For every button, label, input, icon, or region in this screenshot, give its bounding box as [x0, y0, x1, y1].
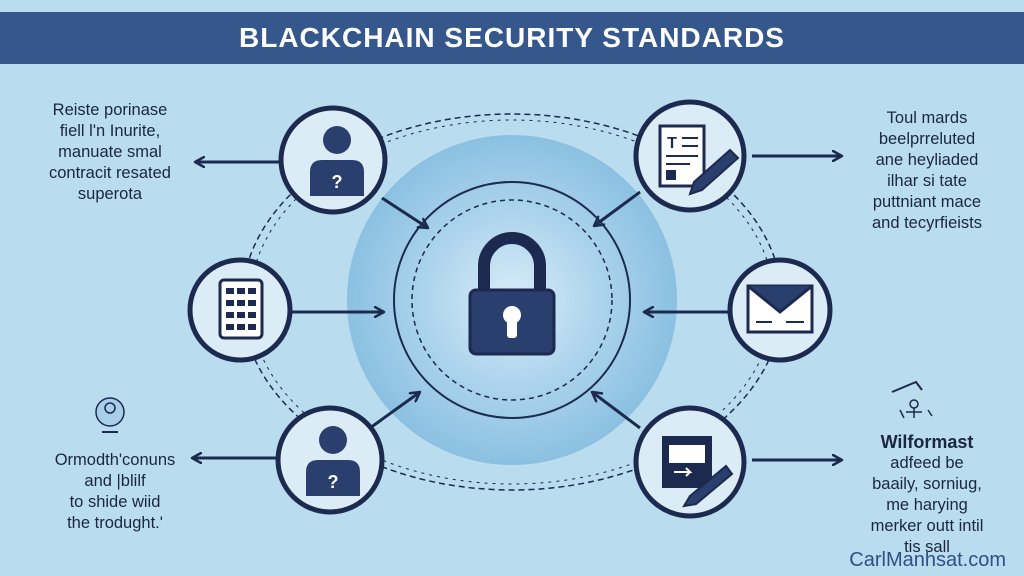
node-bottom-right: [633, 405, 747, 519]
text-line: superota: [77, 185, 143, 203]
text-heading: Wilformast: [880, 432, 974, 452]
arrow-bottom-left-in: [369, 392, 420, 430]
text-line: and tecyrfieists: [871, 214, 983, 232]
text-line: manuate smal: [58, 143, 162, 161]
center-ring-outer: [393, 181, 631, 419]
user-question-icon: ?: [310, 126, 364, 196]
text-line: the trodught.': [67, 514, 163, 532]
node-top-right: T: [633, 99, 747, 213]
svg-text:?: ?: [332, 172, 343, 192]
envelope-icon: [746, 284, 814, 334]
text-line: to shide wiid: [69, 493, 161, 511]
node-top-left: ?: [278, 105, 388, 215]
text-line: contracit resated: [49, 164, 171, 182]
title-banner: BLACKCHAIN SECURITY STANDARDS: [0, 12, 1024, 64]
text-line: Ormodth'conuns: [54, 451, 176, 469]
tablet-icon: [218, 278, 264, 340]
arrow-bottom-right-in: [592, 392, 641, 430]
watermark: CarlManhsat.com: [849, 549, 1006, 571]
arrow-top-left-in: [381, 196, 428, 230]
page-title: BLACKCHAIN SECURITY STANDARDS: [239, 22, 785, 53]
text-line: beelprreluted: [878, 130, 976, 148]
node-bottom-left: ?: [275, 405, 385, 515]
text-line: fiell l'n Inurite,: [59, 122, 161, 140]
text-left-bottom: Ormodth'conuns and |blilf to shide wiid …: [30, 450, 200, 534]
node-mid-left: [187, 257, 293, 363]
text-line: baaily, sorniug,: [872, 475, 982, 493]
text-line: me harying: [886, 496, 968, 514]
user-question-icon-2: ?: [306, 426, 360, 496]
text-right-top: Toul mards beelprreluted ane heyliaded i…: [842, 108, 1012, 234]
text-line: ane heyliaded: [875, 151, 979, 169]
arrow-top-right-in: [594, 190, 641, 226]
svg-text:T: T: [667, 135, 677, 152]
text-left-top: Reiste porinase fiell l'n Inurite, manua…: [30, 100, 190, 205]
svg-text:?: ?: [328, 472, 339, 492]
text-line: Reiste porinase: [52, 101, 168, 119]
document-pen-icon: T: [658, 124, 740, 196]
small-person-icon: [95, 397, 125, 433]
text-line: puttniant mace: [872, 193, 982, 211]
center-ring-dashed: [411, 199, 613, 401]
padlock-icon: [468, 232, 556, 356]
node-mid-right: [727, 257, 833, 363]
text-right-bottom: Wilformast adfeed be baaily, sorniug, me…: [842, 432, 1012, 558]
screen-pen-icon: [662, 436, 734, 508]
text-line: and |blilf: [84, 472, 146, 490]
text-line: Toul mards: [886, 109, 968, 127]
small-sketch-icon: [891, 380, 933, 419]
text-line: tis sall: [904, 538, 950, 556]
text-line: adfeed be: [890, 454, 964, 472]
text-line: ilhar si tate: [887, 172, 967, 190]
text-line: merker outt intil: [870, 517, 984, 535]
